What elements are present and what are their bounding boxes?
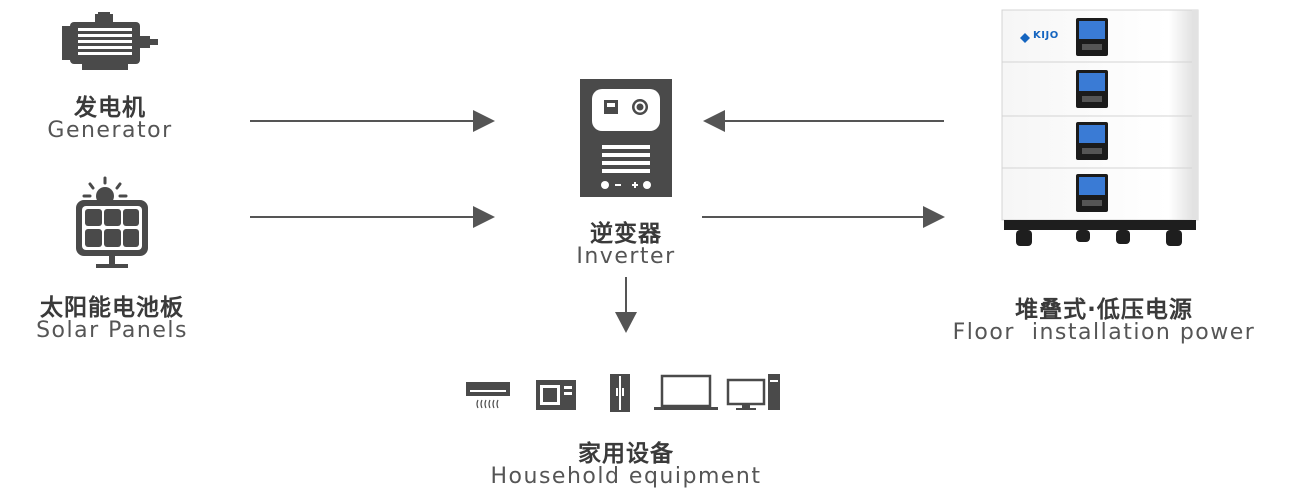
generator-label-cn: 发电机 (74, 95, 146, 121)
air-conditioner-icon (466, 382, 510, 409)
laptop-icon (654, 374, 718, 410)
household-icons (466, 372, 786, 418)
inverter-icon (580, 79, 672, 197)
arrow-inverter-to-battery (702, 206, 945, 228)
microwave-icon (536, 380, 576, 410)
desktop-computer-icon (726, 374, 780, 410)
refrigerator-icon (610, 374, 630, 412)
battery-label-en: Floor installation power (952, 320, 1256, 345)
generator-label-en: Generator (47, 118, 173, 143)
arrow-battery-to-inverter (703, 110, 944, 132)
stacked-battery-icon (1001, 9, 1199, 246)
household-label-cn: 家用设备 (578, 441, 674, 467)
arrow-generator-to-inverter (250, 110, 495, 132)
arrow-inverter-to-household (615, 277, 637, 333)
solar-panel-icon (76, 176, 148, 268)
battery-label-cn: 堆叠式·低压电源 (1015, 297, 1193, 323)
inverter-label-en: Inverter (576, 244, 676, 269)
battery-brand: KIJO (1033, 30, 1059, 41)
solar-label-cn: 太阳能电池板 (40, 295, 184, 321)
motor-icon (62, 12, 158, 70)
arrow-solar-to-inverter (250, 206, 495, 228)
solar-label-en: Solar Panels (36, 318, 188, 343)
inverter-label-cn: 逆变器 (590, 221, 662, 247)
household-label-en: Household equipment (490, 464, 762, 489)
